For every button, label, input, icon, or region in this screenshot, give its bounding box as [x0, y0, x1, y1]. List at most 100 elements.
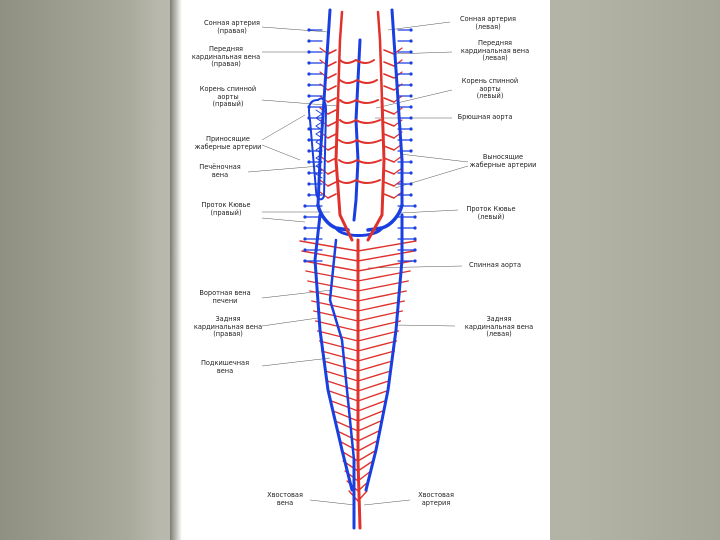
- segment-artery: [358, 351, 394, 361]
- segment-artery: [384, 74, 394, 78]
- segment-artery: [358, 341, 396, 351]
- vein-branch-end: [307, 72, 310, 75]
- label-subintestinal-vein: Подкишечная вена: [192, 360, 258, 375]
- vein-branch-end: [307, 193, 310, 196]
- label-anterior-cardinal-vein-left: Передняя кардинальная вена (левая): [450, 40, 540, 63]
- vein-branch-end: [307, 160, 310, 163]
- label-carotid-artery-right: Сонная артерия (правая): [192, 20, 272, 35]
- segment-artery: [358, 261, 412, 271]
- vein-branch-end: [409, 116, 412, 119]
- segment-artery: [322, 351, 358, 361]
- vein-branch-end: [409, 127, 412, 130]
- vein-branch-end: [303, 226, 306, 229]
- segment-artery: [328, 182, 336, 186]
- label-efferent-branchial-arteries: Выносящие жаберные артерии: [458, 154, 548, 169]
- vein-branch-end: [409, 193, 412, 196]
- segment-artery: [384, 110, 394, 114]
- vein-branch-end: [303, 204, 306, 207]
- segment-artery: [384, 146, 394, 150]
- segment-artery: [358, 411, 383, 421]
- vein-branch-end: [409, 138, 412, 141]
- vein-branch-end: [409, 149, 412, 152]
- label-aortic-root-right: Корень спинной аорты (правый): [188, 86, 268, 109]
- vein-branch-end: [409, 182, 412, 185]
- label-ventral-aorta: Брюшная аорта: [448, 114, 522, 122]
- segment-artery: [358, 331, 398, 341]
- vein-branch-end: [409, 28, 412, 31]
- vein-branch-end: [409, 72, 412, 75]
- segment-artery: [384, 62, 394, 66]
- segment-artery: [327, 381, 358, 391]
- segment-artery: [318, 331, 358, 341]
- segment-artery: [304, 261, 358, 271]
- segment-artery: [331, 401, 358, 411]
- vein-branch-end: [409, 50, 412, 53]
- vein-branch-end: [307, 83, 310, 86]
- label-posterior-cardinal-vein-right: Задняя кардинальная вена (правая): [186, 316, 270, 339]
- vein-branch-end: [409, 105, 412, 108]
- vein-branch-end: [307, 149, 310, 152]
- segment-artery: [358, 321, 400, 331]
- vein-branch-end: [413, 248, 416, 251]
- vein-branch-end: [307, 39, 310, 42]
- segment-artery: [325, 371, 358, 381]
- vein-branch-end: [307, 182, 310, 185]
- segment-artery: [358, 361, 392, 371]
- segment-artery: [358, 381, 389, 391]
- vein-branch-end: [409, 160, 412, 163]
- segment-artery: [358, 371, 391, 381]
- label-caudal-vein: Хвостовая вена: [260, 492, 310, 507]
- segment-artery: [328, 62, 336, 66]
- vein-branch-end: [303, 248, 306, 251]
- label-hepatic-vein: Печёночная вена: [190, 164, 250, 179]
- vein-branch-end: [307, 50, 310, 53]
- segment-artery: [358, 401, 385, 411]
- segment-artery: [328, 110, 336, 114]
- vein-branch-end: [413, 259, 416, 262]
- segment-artery: [328, 98, 336, 102]
- segment-artery: [329, 391, 358, 401]
- segment-artery: [384, 134, 394, 138]
- segment-artery: [328, 74, 336, 78]
- segment-artery: [384, 194, 394, 198]
- label-dorsal-aorta: Спинная аорта: [458, 262, 532, 270]
- segment-artery: [384, 122, 394, 126]
- segment-artery: [328, 194, 336, 198]
- segment-artery: [302, 251, 358, 261]
- segment-artery: [328, 170, 336, 174]
- aortic-root-right: [336, 100, 352, 240]
- label-caudal-artery: Хвостовая артерия: [408, 492, 464, 507]
- vein-branch-end: [409, 83, 412, 86]
- vein-branch-end: [409, 94, 412, 97]
- vein-branch-end: [303, 237, 306, 240]
- segment-artery: [358, 391, 387, 401]
- vein-branch-end: [307, 138, 310, 141]
- ventral-aorta: [354, 40, 360, 220]
- slide: Сонная артерия (правая) Передняя кардина…: [170, 0, 550, 540]
- vein-branch-end: [409, 61, 412, 64]
- vein-branch-end: [307, 171, 310, 174]
- segment-artery: [384, 86, 394, 90]
- vein-branch-end: [413, 237, 416, 240]
- label-aortic-root-left: Корень спинной аорты (левый): [452, 78, 528, 101]
- label-anterior-cardinal-vein-right: Передняя кардинальная вена (правая): [184, 46, 268, 69]
- vein-branch-end: [307, 94, 310, 97]
- segment-artery: [333, 411, 358, 421]
- carotid-artery-right: [338, 12, 342, 100]
- label-posterior-cardinal-vein-left: Задняя кардинальная вена (левая): [454, 316, 544, 339]
- segment-artery: [384, 98, 394, 102]
- segment-artery: [384, 50, 394, 54]
- vein-branch-end: [409, 171, 412, 174]
- segment-artery: [328, 122, 336, 126]
- subintestinal-vein: [330, 240, 354, 460]
- segment-artery: [324, 361, 358, 371]
- segment-artery: [384, 182, 394, 186]
- segment-artery: [384, 170, 394, 174]
- segment-artery: [358, 441, 377, 451]
- segment-artery: [358, 251, 414, 261]
- segment-artery: [328, 134, 336, 138]
- vein-branch-end: [409, 39, 412, 42]
- vein-branch-end: [307, 61, 310, 64]
- label-afferent-branchial-arteries: Приносящие жаберные артерии: [184, 136, 272, 151]
- carotid-artery-left: [378, 12, 382, 100]
